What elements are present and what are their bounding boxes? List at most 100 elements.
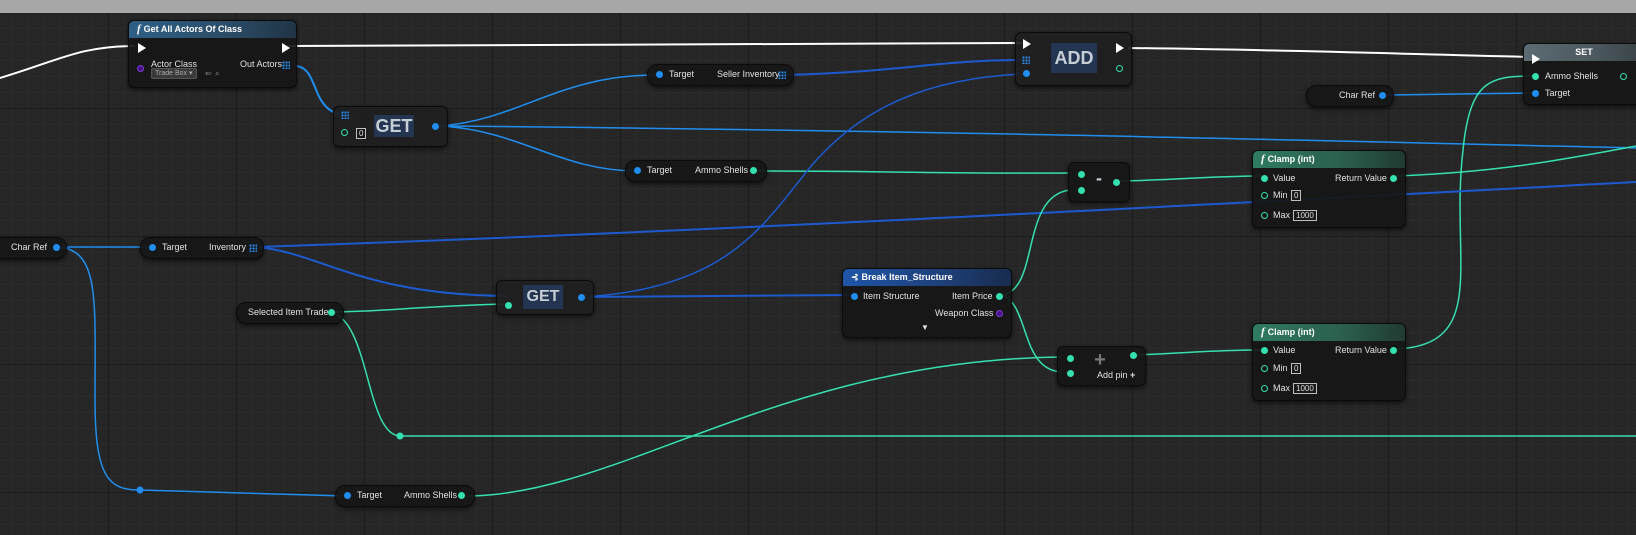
- target-label: Target: [647, 165, 673, 175]
- min-pin[interactable]: [1261, 365, 1268, 372]
- target-label: Target: [162, 242, 188, 252]
- exec-wire: [0, 45, 136, 79]
- function-icon: f: [1261, 326, 1265, 338]
- exec-in-pin[interactable]: [1532, 54, 1540, 64]
- return-value-pin[interactable]: [1390, 175, 1397, 182]
- object-wire: [439, 125, 1636, 149]
- index-input[interactable]: 0: [356, 128, 367, 139]
- item-in-pin[interactable]: [1023, 70, 1030, 77]
- item-structure-pin[interactable]: [851, 293, 858, 300]
- int-wire: [1133, 349, 1263, 356]
- item-price-pin[interactable]: [996, 293, 1003, 300]
- return-value-pin[interactable]: [1390, 347, 1397, 354]
- struct-wire: [580, 73, 1023, 298]
- ammo-shells-label: Ammo Shells: [695, 165, 749, 175]
- plus-label: +: [1094, 349, 1106, 371]
- array-get-node[interactable]: GET: [496, 280, 594, 315]
- subtract-node[interactable]: -: [1068, 162, 1130, 202]
- browse-icon[interactable]: ⌕: [215, 69, 220, 78]
- ammo-shells-out-pin[interactable]: [1620, 73, 1627, 80]
- value-in-pin[interactable]: [1261, 175, 1268, 182]
- char-ref-label: Char Ref: [1339, 90, 1376, 100]
- char-ref-out-pin[interactable]: [53, 244, 60, 251]
- array-grid-icon[interactable]: [778, 71, 786, 79]
- item-out-pin[interactable]: [432, 123, 439, 130]
- array-grid-icon[interactable]: [249, 244, 257, 252]
- weapon-class-pin[interactable]: [996, 310, 1003, 317]
- value-in-pin[interactable]: [1261, 347, 1268, 354]
- actor-class-dropdown[interactable]: Trade Box ▾: [151, 68, 197, 79]
- arrow-left-icon[interactable]: ⇐: [205, 69, 212, 78]
- min-pin[interactable]: [1261, 192, 1268, 199]
- object-wire: [439, 125, 638, 172]
- exec-out-pin[interactable]: [282, 43, 290, 53]
- ammo-shells-get-node[interactable]: Target Ammo Shells: [335, 485, 475, 507]
- item-out-pin[interactable]: [578, 294, 585, 301]
- chevron-down-icon[interactable]: ▼: [921, 323, 929, 332]
- selected-item-trade-variable-node[interactable]: Selected Item Trade: [236, 302, 344, 324]
- actor-class-pin[interactable]: [137, 65, 144, 72]
- result-out-pin[interactable]: [1113, 179, 1120, 186]
- return-value-label: Return Value: [1335, 173, 1387, 183]
- max-pin[interactable]: [1261, 385, 1268, 392]
- array-grid-icon[interactable]: [1022, 56, 1030, 64]
- exec-out-pin[interactable]: [1116, 43, 1124, 53]
- char-ref-variable-node[interactable]: Char Ref: [1306, 85, 1394, 107]
- break-item-structure-node[interactable]: ⊰Break Item_Structure Item Structure Ite…: [842, 268, 1012, 338]
- ammo-shells-out-pin[interactable]: [458, 492, 465, 499]
- a-in-pin[interactable]: [1067, 355, 1074, 362]
- add-int-node[interactable]: + Add pin +: [1057, 346, 1146, 386]
- index-pin[interactable]: [505, 302, 512, 309]
- ammo-shells-in-pin[interactable]: [1532, 73, 1539, 80]
- max-pin[interactable]: [1261, 212, 1268, 219]
- selected-item-trade-out-pin[interactable]: [328, 309, 335, 316]
- target-pin[interactable]: [149, 244, 156, 251]
- array-wire: [255, 246, 508, 297]
- exec-wire: [287, 42, 1023, 47]
- a-in-pin[interactable]: [1078, 171, 1085, 178]
- target-pin[interactable]: [656, 71, 663, 78]
- node-header: ⊰Break Item_Structure: [843, 269, 1011, 286]
- target-pin[interactable]: [344, 492, 351, 499]
- index-pin[interactable]: [341, 129, 348, 136]
- set-ammo-shells-node[interactable]: SET Ammo Shells Target: [1523, 43, 1636, 105]
- char-ref-variable-node[interactable]: Char Ref: [0, 237, 67, 259]
- ammo-shells-out-pin[interactable]: [750, 167, 757, 174]
- array-add-node[interactable]: ADD: [1015, 32, 1132, 86]
- index-out-pin[interactable]: [1116, 65, 1123, 72]
- add-pin-label: Add pin: [1097, 370, 1128, 380]
- array-get-node[interactable]: GET 0: [333, 106, 448, 147]
- inventory-get-node[interactable]: Target Inventory: [140, 237, 264, 259]
- max-input[interactable]: 1000: [1293, 383, 1317, 394]
- actor-class-label: Actor Class: [151, 59, 198, 69]
- max-label: Max: [1273, 383, 1291, 393]
- node-title: Clamp (int): [1267, 327, 1315, 337]
- exec-in-pin[interactable]: [138, 43, 146, 53]
- b-in-pin[interactable]: [1067, 370, 1074, 377]
- node-title: Break Item_Structure: [861, 272, 953, 282]
- target-pin[interactable]: [1532, 90, 1539, 97]
- result-out-pin[interactable]: [1130, 352, 1137, 359]
- subtract-label: -: [1096, 168, 1102, 188]
- add-pin-button[interactable]: Add pin +: [1097, 370, 1135, 381]
- min-input[interactable]: 0: [1291, 363, 1302, 374]
- int-wire: [1001, 189, 1071, 296]
- min-input[interactable]: 0: [1291, 190, 1302, 201]
- array-grid-icon[interactable]: [341, 111, 349, 119]
- max-input[interactable]: 1000: [1293, 210, 1317, 221]
- ammo-shells-label: Ammo Shells: [1545, 71, 1599, 81]
- inventory-label: Inventory: [209, 242, 247, 252]
- seller-inventory-get-node[interactable]: Target Seller Inventory: [647, 64, 794, 86]
- ammo-shells-get-node[interactable]: Target Ammo Shells: [625, 160, 767, 182]
- seller-inventory-label: Seller Inventory: [717, 69, 780, 79]
- b-in-pin[interactable]: [1078, 187, 1085, 194]
- exec-in-pin[interactable]: [1023, 39, 1031, 49]
- array-grid-icon[interactable]: [282, 61, 290, 69]
- char-ref-out-pin[interactable]: [1379, 92, 1386, 99]
- array-wire: [255, 181, 1636, 248]
- target-pin[interactable]: [634, 167, 641, 174]
